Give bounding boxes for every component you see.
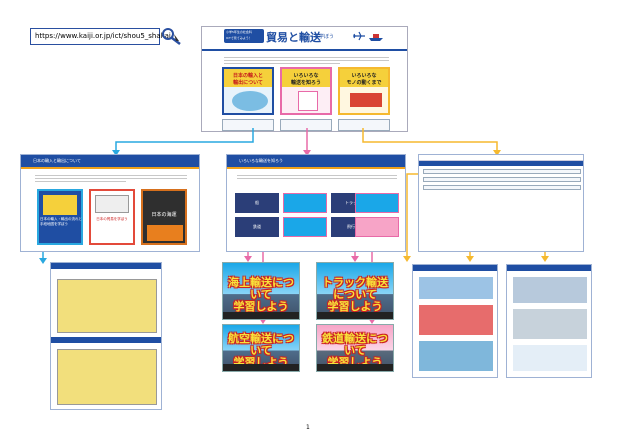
- goods-doc-2: [506, 264, 592, 378]
- tile-rail-video[interactable]: [355, 217, 399, 237]
- tile-truck-video[interactable]: [283, 193, 327, 213]
- search-icon[interactable]: [160, 26, 182, 46]
- trade-card-1[interactable]: 日本の輸入・輸出の流れと 手段地図を学ぼう: [37, 189, 83, 245]
- trade-card-2[interactable]: 日本の貿易を学ぼう: [89, 189, 135, 245]
- goods-doc-1: [412, 264, 498, 378]
- thumb-row: [222, 119, 390, 131]
- video-truck[interactable]: トラック輸送について 学習しよう: [316, 262, 394, 320]
- goods-page-screenshot: [418, 154, 584, 252]
- site-logo: 小学5年生の社会科 ICTで見てみよう！: [224, 29, 264, 43]
- top-page-screenshot: 小学5年生の社会科 ICTで見てみよう！ 貿易と輸送 を学ぼう 日本の輸入と 輸…: [201, 26, 408, 132]
- site-title: 貿易と輸送: [266, 31, 321, 44]
- transport-page-screenshot: いろいろな輸送を知ろう 船 トラック 鉄道 飛行機: [226, 154, 406, 252]
- trade-card-3[interactable]: 日本の海運: [141, 189, 187, 245]
- tile-ship[interactable]: 船: [235, 193, 279, 213]
- video-sea[interactable]: 海上輸送について 学習しよう: [222, 262, 300, 320]
- truck-illustration: [350, 93, 382, 107]
- trade-illustration: [232, 91, 268, 111]
- thumb-2[interactable]: [280, 119, 332, 131]
- world-map-2: [57, 349, 157, 405]
- url-field[interactable]: https://www.kaiji.or.jp/ict/shou5_shakai…: [30, 28, 173, 45]
- trade-page-header: 日本の輸入と輸出について: [21, 155, 199, 167]
- video-air[interactable]: 航空輸送について 学習しよう: [222, 324, 300, 372]
- intro-text: [224, 55, 389, 66]
- map-page-screenshot: [50, 262, 162, 410]
- goods-link-3[interactable]: [423, 185, 581, 190]
- site-header: 小学5年生の社会科 ICTで見てみよう！ 貿易と輸送 を学ぼう: [202, 27, 407, 49]
- page-number: 1: [306, 424, 310, 431]
- card-goods[interactable]: いろいろな モノの動くまで: [338, 67, 390, 115]
- site-title-suffix: を学ぼう: [314, 34, 335, 40]
- tile-air-video[interactable]: [283, 217, 327, 237]
- transport-page-header: いろいろな輸送を知ろう: [227, 155, 405, 167]
- airplane-icon: [353, 31, 365, 41]
- thumb-3[interactable]: [338, 119, 390, 131]
- goods-link-1[interactable]: [423, 169, 581, 174]
- tile-rail[interactable]: 鉄道: [235, 217, 279, 237]
- transport-illustration: [298, 91, 318, 111]
- world-map-1: [57, 279, 157, 333]
- tile-truck-video-2[interactable]: [355, 193, 399, 213]
- video-rail[interactable]: 鉄道輸送について 学習しよう: [316, 324, 394, 372]
- trade-page-screenshot: 日本の輸入と輸出について 日本の輸入・輸出の流れと 手段地図を学ぼう 日本の貿易…: [20, 154, 200, 252]
- transport-intro: [237, 173, 397, 181]
- card-transport[interactable]: いろいろな 輸送を知ろう: [280, 67, 332, 115]
- ship-icon: [369, 34, 383, 41]
- card-trade[interactable]: 日本の輸入と 輸出について: [222, 67, 274, 115]
- goods-link-2[interactable]: [423, 177, 581, 182]
- thumb-1[interactable]: [222, 119, 274, 131]
- header-bar: [202, 49, 407, 51]
- trade-intro: [35, 173, 187, 184]
